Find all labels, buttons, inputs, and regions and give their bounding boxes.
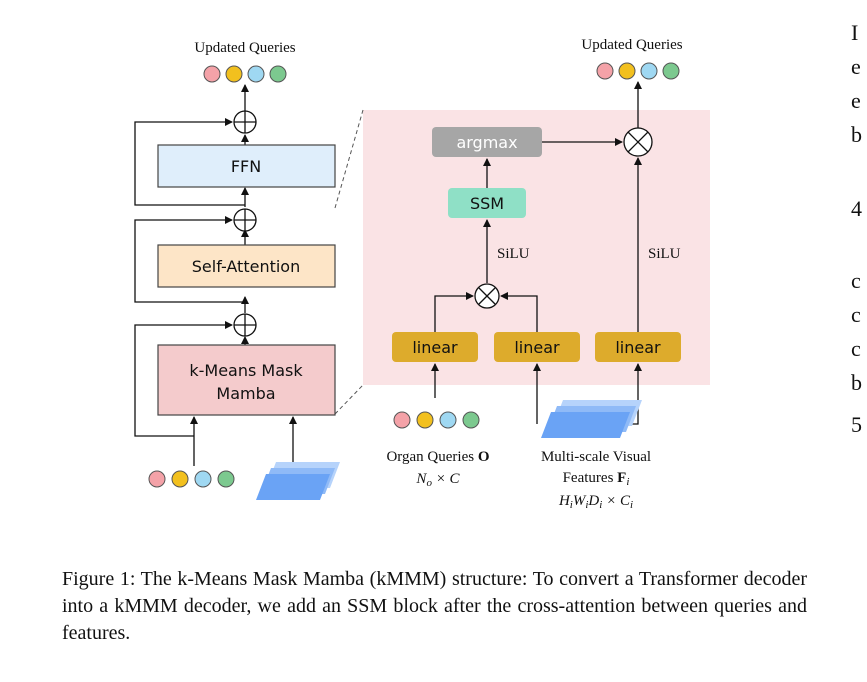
query-dot-pink bbox=[596, 62, 614, 80]
query-dot-pink bbox=[393, 411, 411, 429]
query-dot-blue bbox=[194, 470, 212, 488]
ffn-block bbox=[157, 144, 336, 188]
add-icon-top bbox=[233, 110, 257, 134]
features-label-line1: Multi-scale Visual bbox=[541, 449, 651, 465]
edge-fragment: e bbox=[851, 54, 861, 79]
right-feature-stack-icon bbox=[541, 400, 642, 438]
architecture-diagram: Updated Queries FFN Self-Attention k-Mea… bbox=[134, 37, 710, 511]
right-output-label: Updated Queries bbox=[581, 37, 682, 53]
query-dot-pink bbox=[203, 65, 221, 83]
add-icon-middle bbox=[233, 208, 257, 232]
query-dot-green bbox=[462, 411, 480, 429]
kmmm-label-line1: k-Means Mask bbox=[189, 361, 303, 380]
self-attention-label: Self-Attention bbox=[192, 257, 300, 276]
linear-block-queries bbox=[392, 332, 478, 362]
edge-fragment: c bbox=[851, 336, 861, 361]
left-output-label: Updated Queries bbox=[194, 40, 295, 56]
add-icon-bottom bbox=[233, 313, 257, 337]
edge-fragment: 4 bbox=[851, 196, 862, 221]
query-dot-green bbox=[217, 470, 235, 488]
organ-queries-label: Organ Queries O bbox=[386, 449, 489, 465]
argmax-label: argmax bbox=[456, 133, 517, 152]
query-dot-green bbox=[269, 65, 287, 83]
left-output-queries bbox=[203, 65, 287, 83]
edge-fragment: e bbox=[851, 88, 861, 113]
query-dot-yellow bbox=[416, 411, 434, 429]
right-output-queries bbox=[596, 62, 680, 80]
edge-fragment: c bbox=[851, 268, 861, 293]
organ-queries-dots bbox=[393, 411, 480, 429]
argmax-block bbox=[432, 127, 542, 157]
ssm-label: SSM bbox=[470, 194, 504, 213]
query-dot-blue bbox=[640, 62, 658, 80]
organ-queries-shape: No × C bbox=[415, 471, 460, 489]
figure-caption: Figure 1: The k-Means Mask Mamba (kMMM) … bbox=[62, 568, 807, 644]
edge-fragment: b bbox=[851, 122, 862, 147]
linear-label-2: linear bbox=[514, 338, 560, 357]
edge-fragment: 5 bbox=[851, 412, 862, 437]
left-feature-stack-icon bbox=[256, 462, 340, 500]
multiply-icon-lower bbox=[474, 283, 500, 309]
query-dot-yellow bbox=[225, 65, 243, 83]
left-input-queries bbox=[148, 470, 235, 488]
query-dot-yellow bbox=[618, 62, 636, 80]
query-dot-blue bbox=[439, 411, 457, 429]
edge-fragment: b bbox=[851, 370, 862, 395]
edge-fragment: I bbox=[851, 20, 859, 45]
self-attention-block bbox=[157, 244, 336, 288]
linear-label-1: linear bbox=[412, 338, 458, 357]
zoom-line-bottom bbox=[334, 384, 364, 415]
silu-label-left: SiLU bbox=[497, 246, 530, 262]
features-shape: HiWiDi × Ci bbox=[558, 493, 633, 511]
query-dot-green bbox=[662, 62, 680, 80]
kmmm-label-line2: Mamba bbox=[216, 384, 275, 403]
linear-label-3: linear bbox=[615, 338, 661, 357]
zoom-line-top bbox=[334, 109, 364, 209]
edge-fragment: c bbox=[851, 302, 861, 327]
query-dot-yellow bbox=[171, 470, 189, 488]
query-dot-pink bbox=[148, 470, 166, 488]
linear-block-features bbox=[494, 332, 580, 362]
silu-label-right: SiLU bbox=[648, 246, 681, 262]
query-dot-blue bbox=[247, 65, 265, 83]
multiply-icon-upper bbox=[623, 127, 653, 157]
ssm-block bbox=[448, 188, 526, 218]
kmmm-block bbox=[157, 344, 336, 416]
features-label-line2: Features Fi bbox=[563, 470, 630, 488]
linear-block-mask bbox=[595, 332, 681, 362]
ffn-label: FFN bbox=[231, 157, 261, 176]
